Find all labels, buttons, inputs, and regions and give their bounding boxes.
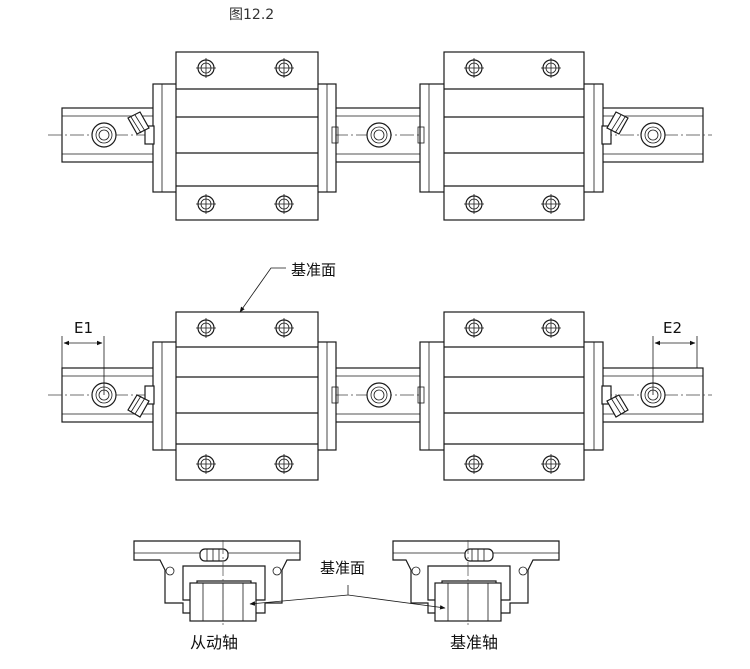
top-grease-nipple-left xyxy=(127,111,155,145)
middle-carriage-right xyxy=(417,311,604,481)
cross-section-left xyxy=(133,540,301,625)
middle-assembly-view: E1 E2 基准面 xyxy=(48,261,712,481)
top-assembly-view xyxy=(48,51,712,221)
reference-face-leader-bottom: 基准面 xyxy=(249,559,446,610)
cross-section-right xyxy=(392,540,560,625)
label-driven-axis: 从动轴 xyxy=(190,633,238,652)
figure-title: 图12.2 xyxy=(229,7,275,23)
middle-grease-nipple-left xyxy=(127,385,155,418)
label-reference-face-bottom: 基准面 xyxy=(320,559,365,577)
label-reference-face-top: 基准面 xyxy=(291,261,336,279)
label-reference-axis: 基准轴 xyxy=(450,633,498,652)
top-rail-hole-left xyxy=(91,122,117,148)
top-carriage-right xyxy=(417,51,604,221)
dimension-e2: E2 xyxy=(652,319,698,395)
top-carriage-left xyxy=(152,51,339,221)
middle-grease-nipple-right xyxy=(601,385,629,418)
dimension-e1: E1 xyxy=(61,319,105,395)
top-rail-hole-middle xyxy=(366,122,392,148)
label-e1: E1 xyxy=(74,319,93,337)
top-grease-nipple-right xyxy=(601,111,629,145)
top-rail-hole-right xyxy=(640,122,666,148)
middle-carriage-left xyxy=(152,311,339,481)
middle-rail-hole-middle xyxy=(366,382,392,408)
label-e2: E2 xyxy=(663,319,682,337)
reference-face-leader-top: 基准面 xyxy=(239,261,336,313)
